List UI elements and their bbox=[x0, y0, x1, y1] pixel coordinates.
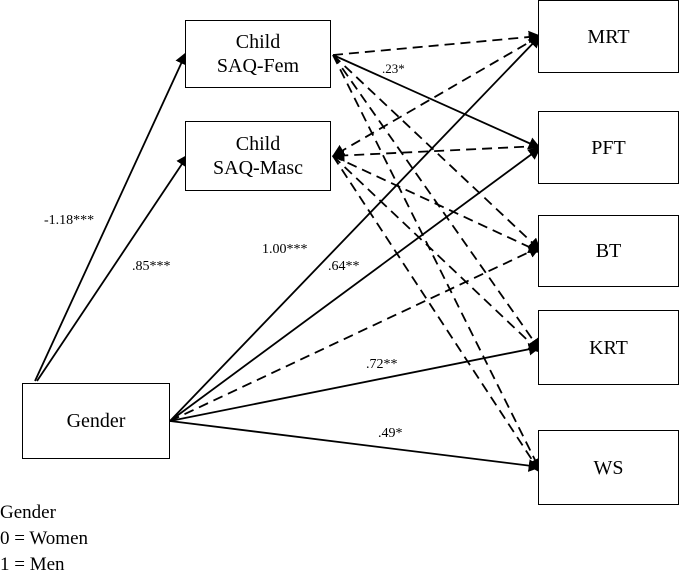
pft-box: PFT bbox=[538, 111, 679, 184]
legend-men: 1 = Men bbox=[0, 554, 65, 575]
path-gender-to-ws bbox=[169, 420, 542, 472]
path-pft-to-sat-masc bbox=[331, 145, 541, 162]
path-sat-fem-to-krt bbox=[332, 54, 541, 352]
mrt-label: MRT bbox=[587, 25, 630, 48]
coef-saq-fem-to-pft: .23* bbox=[382, 61, 405, 76]
pft-label: PFT bbox=[591, 136, 626, 159]
path-sat-masc-to-bt bbox=[332, 155, 542, 253]
coef-gender-to-pft: .64** bbox=[328, 259, 360, 274]
ws-label: WS bbox=[593, 456, 624, 479]
coef-gender-to-saq-fem: -1.18*** bbox=[44, 213, 95, 228]
path-gender-to-sat-fem bbox=[34, 51, 187, 382]
path-gender-to-bt bbox=[169, 246, 542, 422]
krt-box: KRT bbox=[538, 310, 679, 385]
legend: Gender 0 = Women 1 = Men bbox=[0, 500, 88, 578]
path-gender-to-sat-masc bbox=[36, 153, 189, 382]
path-gender-to-krt bbox=[169, 343, 542, 422]
ws-box: WS bbox=[538, 430, 679, 505]
bt-label: BT bbox=[595, 240, 622, 262]
child-saq-masc-box: Child SAQ-Masc bbox=[185, 121, 331, 191]
path-sat-fem-to-pft bbox=[332, 54, 542, 150]
gender-label: Gender bbox=[66, 410, 126, 432]
legend-title: Gender bbox=[0, 502, 56, 523]
coef-gender-to-ws: .49* bbox=[378, 426, 403, 441]
coef-gender-to-krt: .72** bbox=[366, 357, 398, 372]
child-saq-masc-line2: SAQ-Masc bbox=[213, 157, 303, 179]
child-saq-fem-line1: Child bbox=[235, 31, 281, 53]
child-saq-fem-line2: SAQ-Fem bbox=[216, 55, 300, 77]
coef-gender-to-mrt: 1.00*** bbox=[262, 242, 308, 257]
krt-label: KRT bbox=[589, 336, 628, 359]
path-sat-fem-to-mrt bbox=[332, 30, 542, 56]
path-gender-to-pft bbox=[169, 147, 542, 422]
coef-gender-to-saq-masc: .85*** bbox=[132, 259, 171, 274]
path-gender-to-mrt bbox=[169, 35, 541, 422]
bt-box: BT bbox=[538, 215, 679, 287]
legend-women: 0 = Women bbox=[0, 528, 88, 549]
path-sat-masc-to-krt bbox=[332, 155, 541, 353]
path-sat-fem-to-bt bbox=[332, 54, 541, 251]
mrt-box: MRT bbox=[538, 0, 679, 73]
path-mrt-to-sat-masc bbox=[331, 35, 541, 157]
child-saq-fem-box: Child SAQ-Fem bbox=[185, 20, 331, 88]
path-sat-fem-to-ws bbox=[332, 54, 541, 472]
child-saq-masc-line1: Child bbox=[235, 133, 281, 155]
gender-box: Gender bbox=[22, 383, 170, 459]
